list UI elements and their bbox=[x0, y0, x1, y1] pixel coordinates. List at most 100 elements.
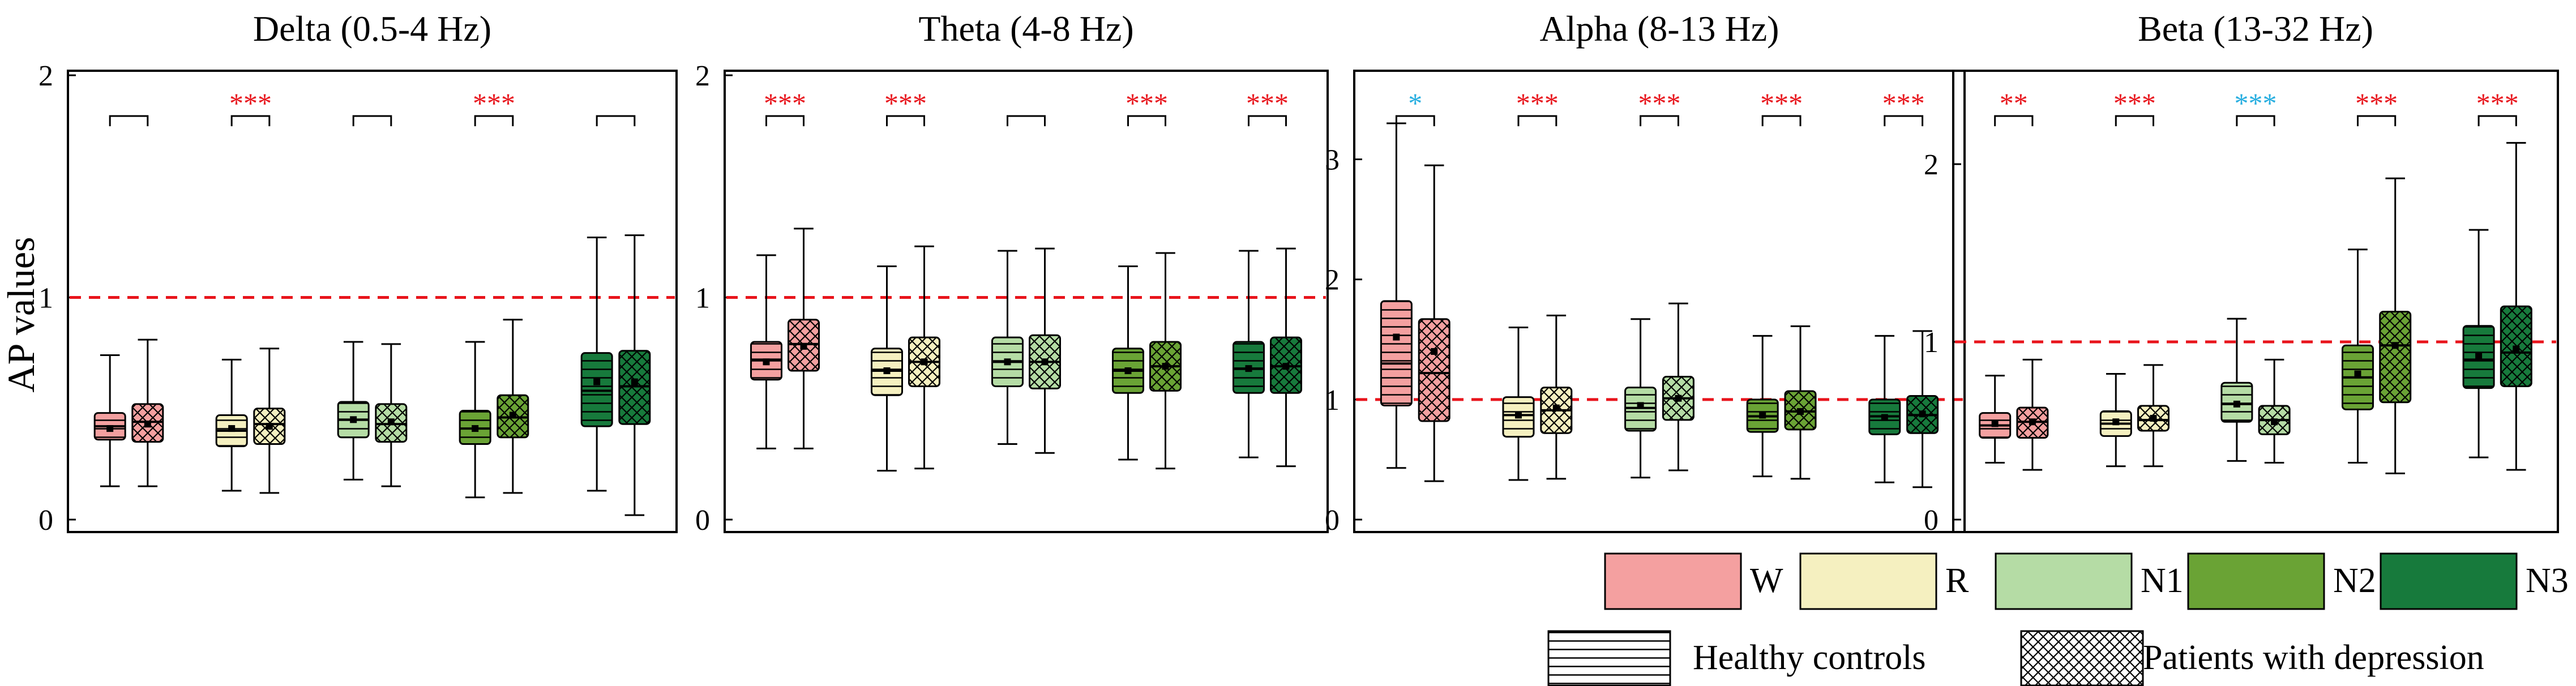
significance-stars: *** bbox=[2235, 87, 2277, 119]
y-tick-label: 1 bbox=[695, 282, 710, 315]
box-hatch bbox=[1419, 319, 1450, 422]
significance-W: * bbox=[1395, 87, 1435, 126]
mean-marker bbox=[2150, 415, 2157, 422]
box-N3-controls bbox=[1232, 250, 1265, 458]
box-N2-patients bbox=[1784, 325, 1817, 480]
significance-N1: *** bbox=[1638, 87, 1681, 126]
panel-2: Theta (4-8 Hz)012************ bbox=[695, 8, 1329, 537]
significance-bracket bbox=[352, 115, 392, 126]
box-N2-patients bbox=[497, 319, 529, 494]
significance-bracket bbox=[2477, 115, 2517, 126]
mean-marker bbox=[1759, 411, 1766, 419]
legend-label: N1 bbox=[2141, 561, 2184, 600]
box-N1-controls bbox=[991, 250, 1024, 445]
box-N1-patients bbox=[1029, 247, 1062, 454]
significance-bracket bbox=[1640, 115, 1679, 126]
box-N3-patients bbox=[1906, 330, 1939, 488]
box-N3-patients bbox=[2500, 142, 2532, 471]
significance-N3 bbox=[596, 115, 636, 126]
box-R-patients bbox=[253, 348, 286, 494]
mean-marker bbox=[1797, 408, 1804, 415]
box-N2-controls bbox=[2341, 248, 2374, 464]
significance-stars: ** bbox=[2000, 87, 2028, 119]
significance-stars: * bbox=[1408, 87, 1422, 119]
box-N1-controls bbox=[2220, 318, 2253, 462]
legend-item-N3: N3 bbox=[2380, 552, 2569, 610]
box-hatch bbox=[1381, 301, 1412, 406]
mean-marker bbox=[1162, 363, 1169, 370]
significance-R: *** bbox=[884, 87, 927, 126]
mean-marker bbox=[2233, 400, 2240, 408]
panel-1: Delta (0.5-4 Hz)012****** bbox=[38, 8, 678, 537]
box-outline bbox=[1784, 390, 1817, 431]
significance-W: ** bbox=[1994, 87, 2034, 126]
box-outline bbox=[1502, 396, 1535, 438]
significance-bracket bbox=[1127, 115, 1167, 126]
mean-marker bbox=[763, 358, 770, 366]
significance-R: *** bbox=[1516, 87, 1559, 126]
y-tick-label: 1 bbox=[38, 282, 53, 315]
significance-bracket bbox=[109, 115, 149, 126]
legend-item-N2: N2 bbox=[2187, 552, 2376, 610]
box-outline bbox=[1418, 318, 1450, 422]
box-W-controls bbox=[1380, 122, 1413, 469]
chart-panels: Delta (0.5-4 Hz)012******Theta (4-8 Hz)0… bbox=[38, 8, 2559, 537]
significance-stars: *** bbox=[1246, 87, 1289, 119]
significance-N1: *** bbox=[2235, 87, 2277, 126]
significance-bracket bbox=[765, 115, 805, 126]
box-R-patients bbox=[1540, 314, 1573, 480]
legend-swatch bbox=[1799, 552, 1937, 610]
mean-marker bbox=[387, 418, 395, 426]
box-W-controls bbox=[1979, 375, 2012, 464]
box-N3-controls bbox=[580, 237, 613, 492]
mean-marker bbox=[472, 425, 479, 432]
legend-swatch bbox=[1995, 552, 2133, 610]
panel-4: Beta (13-32 Hz)012************** bbox=[1924, 8, 2559, 537]
y-tick-label: 2 bbox=[1325, 264, 1340, 297]
significance-N2: *** bbox=[1760, 87, 1803, 126]
significance-bracket bbox=[1006, 115, 1046, 126]
mean-marker bbox=[800, 342, 807, 350]
significance-W: *** bbox=[764, 87, 806, 126]
box-W-controls bbox=[750, 254, 782, 449]
y-tick-label: 0 bbox=[38, 504, 53, 537]
significance-stars: *** bbox=[1760, 87, 1803, 119]
significance-stars: *** bbox=[1882, 87, 1925, 119]
mean-marker bbox=[144, 421, 151, 428]
box-W-patients bbox=[2016, 358, 2049, 471]
mean-marker bbox=[631, 378, 638, 385]
mean-marker bbox=[228, 425, 236, 432]
mean-marker bbox=[2029, 418, 2036, 426]
mean-marker bbox=[1919, 410, 1926, 418]
box-outline bbox=[1380, 300, 1413, 406]
significance-N2: *** bbox=[2355, 87, 2398, 126]
mean-marker bbox=[2475, 353, 2483, 360]
significance-stars: *** bbox=[2476, 87, 2519, 119]
box-N3-patients bbox=[618, 234, 651, 516]
significance-stars: *** bbox=[2355, 87, 2398, 119]
mean-marker bbox=[106, 425, 114, 432]
panel-title: Beta (13-32 Hz) bbox=[2138, 8, 2373, 49]
box-R-controls bbox=[2099, 373, 2132, 468]
y-tick-label: 3 bbox=[1325, 144, 1340, 177]
box-N3-controls bbox=[2462, 229, 2495, 458]
box-R-patients bbox=[908, 245, 941, 470]
box-R-controls bbox=[215, 358, 248, 492]
mean-marker bbox=[921, 358, 928, 366]
significance-bracket bbox=[230, 115, 271, 126]
y-tick-label: 0 bbox=[695, 504, 710, 537]
legend-label: N2 bbox=[2333, 561, 2376, 600]
box-N1-controls bbox=[337, 341, 370, 481]
mean-marker bbox=[1514, 411, 1522, 419]
mean-marker bbox=[509, 411, 516, 419]
legend-group-1: Healthy controls bbox=[1547, 630, 1926, 686]
mean-marker bbox=[2513, 345, 2520, 353]
y-tick-label: 2 bbox=[38, 60, 53, 92]
legend-item-R: R bbox=[1799, 552, 1969, 610]
box-outline bbox=[2500, 305, 2532, 388]
significance-R: *** bbox=[229, 87, 272, 126]
significance-R: *** bbox=[2113, 87, 2156, 126]
significance-bracket bbox=[2236, 115, 2275, 126]
